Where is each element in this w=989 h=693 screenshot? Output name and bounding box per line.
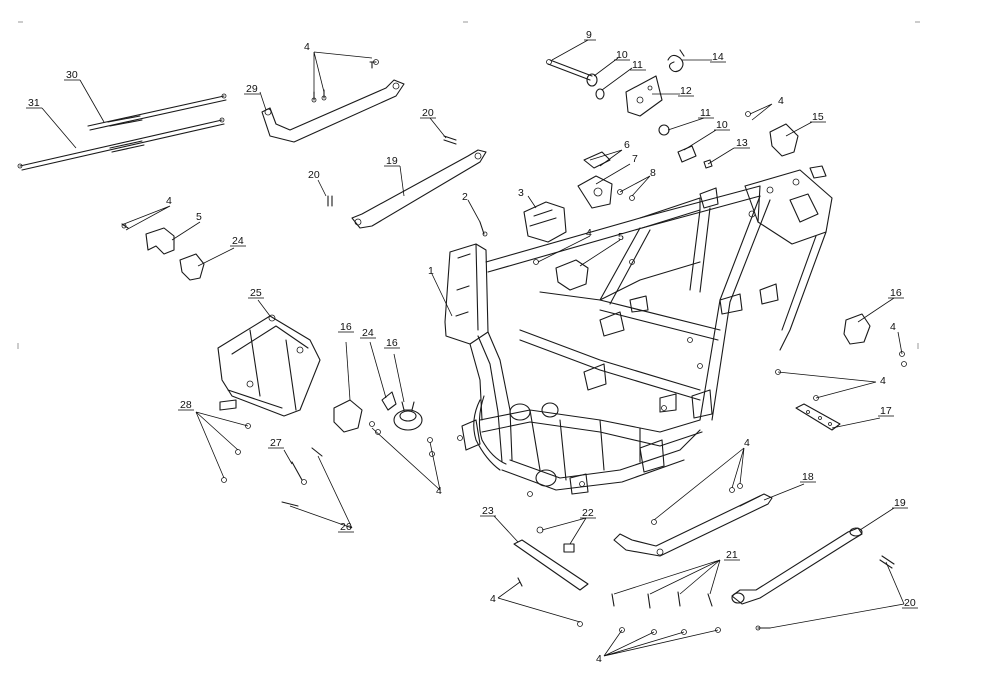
callout-28: 28 <box>180 399 192 411</box>
callout-18: 18 <box>802 471 814 483</box>
callout-7: 7 <box>632 153 638 165</box>
bracket-16-center <box>333 399 363 433</box>
callout-17: 17 <box>880 405 892 417</box>
callout-21: 21 <box>726 549 738 561</box>
callout-4-center: 4 <box>586 227 592 239</box>
callout-16-horn: 16 <box>386 337 398 349</box>
callout-20-top: 20 <box>422 107 434 119</box>
callout-16-center: 16 <box>340 321 352 333</box>
callout-27: 27 <box>270 437 282 449</box>
main-frame <box>444 165 833 497</box>
plate-23 <box>513 539 589 591</box>
leader-lines <box>41 39 905 657</box>
clips-21 <box>611 591 713 609</box>
callout-30: 30 <box>66 69 78 81</box>
callout-26: 26 <box>340 521 352 533</box>
pins-20 <box>327 135 457 207</box>
stay-19-lower <box>731 527 863 605</box>
clamp-5-center <box>533 259 589 291</box>
stay-18 <box>613 493 773 557</box>
collar-10-11 <box>586 73 713 169</box>
callout-19-lower: 19 <box>894 497 906 509</box>
callout-10-top: 10 <box>616 49 628 61</box>
callout-4-left: 4 <box>166 195 172 207</box>
part-19-upper-stay <box>351 149 487 229</box>
plate-12 <box>625 75 663 117</box>
callout-4-right-mid: 4 <box>890 321 896 333</box>
spring-14 <box>667 49 685 73</box>
callout-3: 3 <box>518 187 524 199</box>
callout-1: 1 <box>428 265 434 277</box>
callout-8: 8 <box>650 167 656 179</box>
callout-25: 25 <box>250 287 262 299</box>
bolts-center <box>369 421 435 457</box>
callout-24-center: 24 <box>362 327 374 339</box>
callout-24-left: 24 <box>232 235 244 247</box>
callout-4-center-bottom: 4 <box>436 485 442 497</box>
callout-4-right-top: 4 <box>778 95 784 107</box>
horn-16 <box>393 401 423 431</box>
callout-11-top: 11 <box>632 59 643 71</box>
axle-9 <box>546 59 593 81</box>
callout-20-lower: 20 <box>904 597 916 609</box>
part-25-rack <box>217 314 321 417</box>
callout-23: 23 <box>482 505 494 517</box>
callout-9: 9 <box>586 29 592 41</box>
callout-4-lower-right: 4 <box>744 437 750 449</box>
pin-20-lower <box>755 555 895 631</box>
callout-4-top: 4 <box>304 41 310 53</box>
callout-6: 6 <box>624 139 630 151</box>
bolts-top <box>311 59 379 103</box>
bolts-bottom <box>517 577 721 635</box>
callout-16-right: 16 <box>890 287 902 299</box>
bolts-left-lower <box>221 423 323 507</box>
callout-4-bottom-left: 4 <box>490 593 496 605</box>
callout-underlines <box>26 39 918 609</box>
callout-14: 14 <box>712 51 724 63</box>
callout-29: 29 <box>246 83 258 95</box>
nuts-22 <box>536 526 575 553</box>
callout-5-left: 5 <box>196 211 202 223</box>
callout-11-right: 11 <box>700 107 711 119</box>
callout-4-right: 4 <box>880 375 886 387</box>
callout-12: 12 <box>680 85 692 97</box>
callout-13: 13 <box>736 137 748 149</box>
callout-5-center: 5 <box>618 231 624 243</box>
callout-22: 22 <box>582 507 594 519</box>
bolt-2 <box>479 221 488 237</box>
clip-24-center <box>381 391 397 411</box>
parts-6-7-8 <box>577 151 635 209</box>
callout-labels: 1 2 3 4 4 4 4 4 4 4 4 4 4 4 5 5 6 7 8 9 … <box>28 29 916 665</box>
clamp-24-left <box>179 253 205 281</box>
plate-17 <box>795 403 841 431</box>
callout-19-upper: 19 <box>386 155 398 167</box>
throttle-cables <box>17 93 227 171</box>
scan-marks <box>17 21 920 349</box>
callout-31: 31 <box>28 97 40 109</box>
clamp-5-left <box>121 223 175 255</box>
callout-20-left: 20 <box>308 169 320 181</box>
callout-15: 15 <box>812 111 824 123</box>
callout-10-right: 10 <box>716 119 728 131</box>
bracket-16-right <box>843 313 907 367</box>
callout-4-bottom: 4 <box>596 653 602 665</box>
part-29-stay <box>261 79 405 143</box>
callout-2: 2 <box>462 191 468 203</box>
part-3-block <box>523 201 567 243</box>
